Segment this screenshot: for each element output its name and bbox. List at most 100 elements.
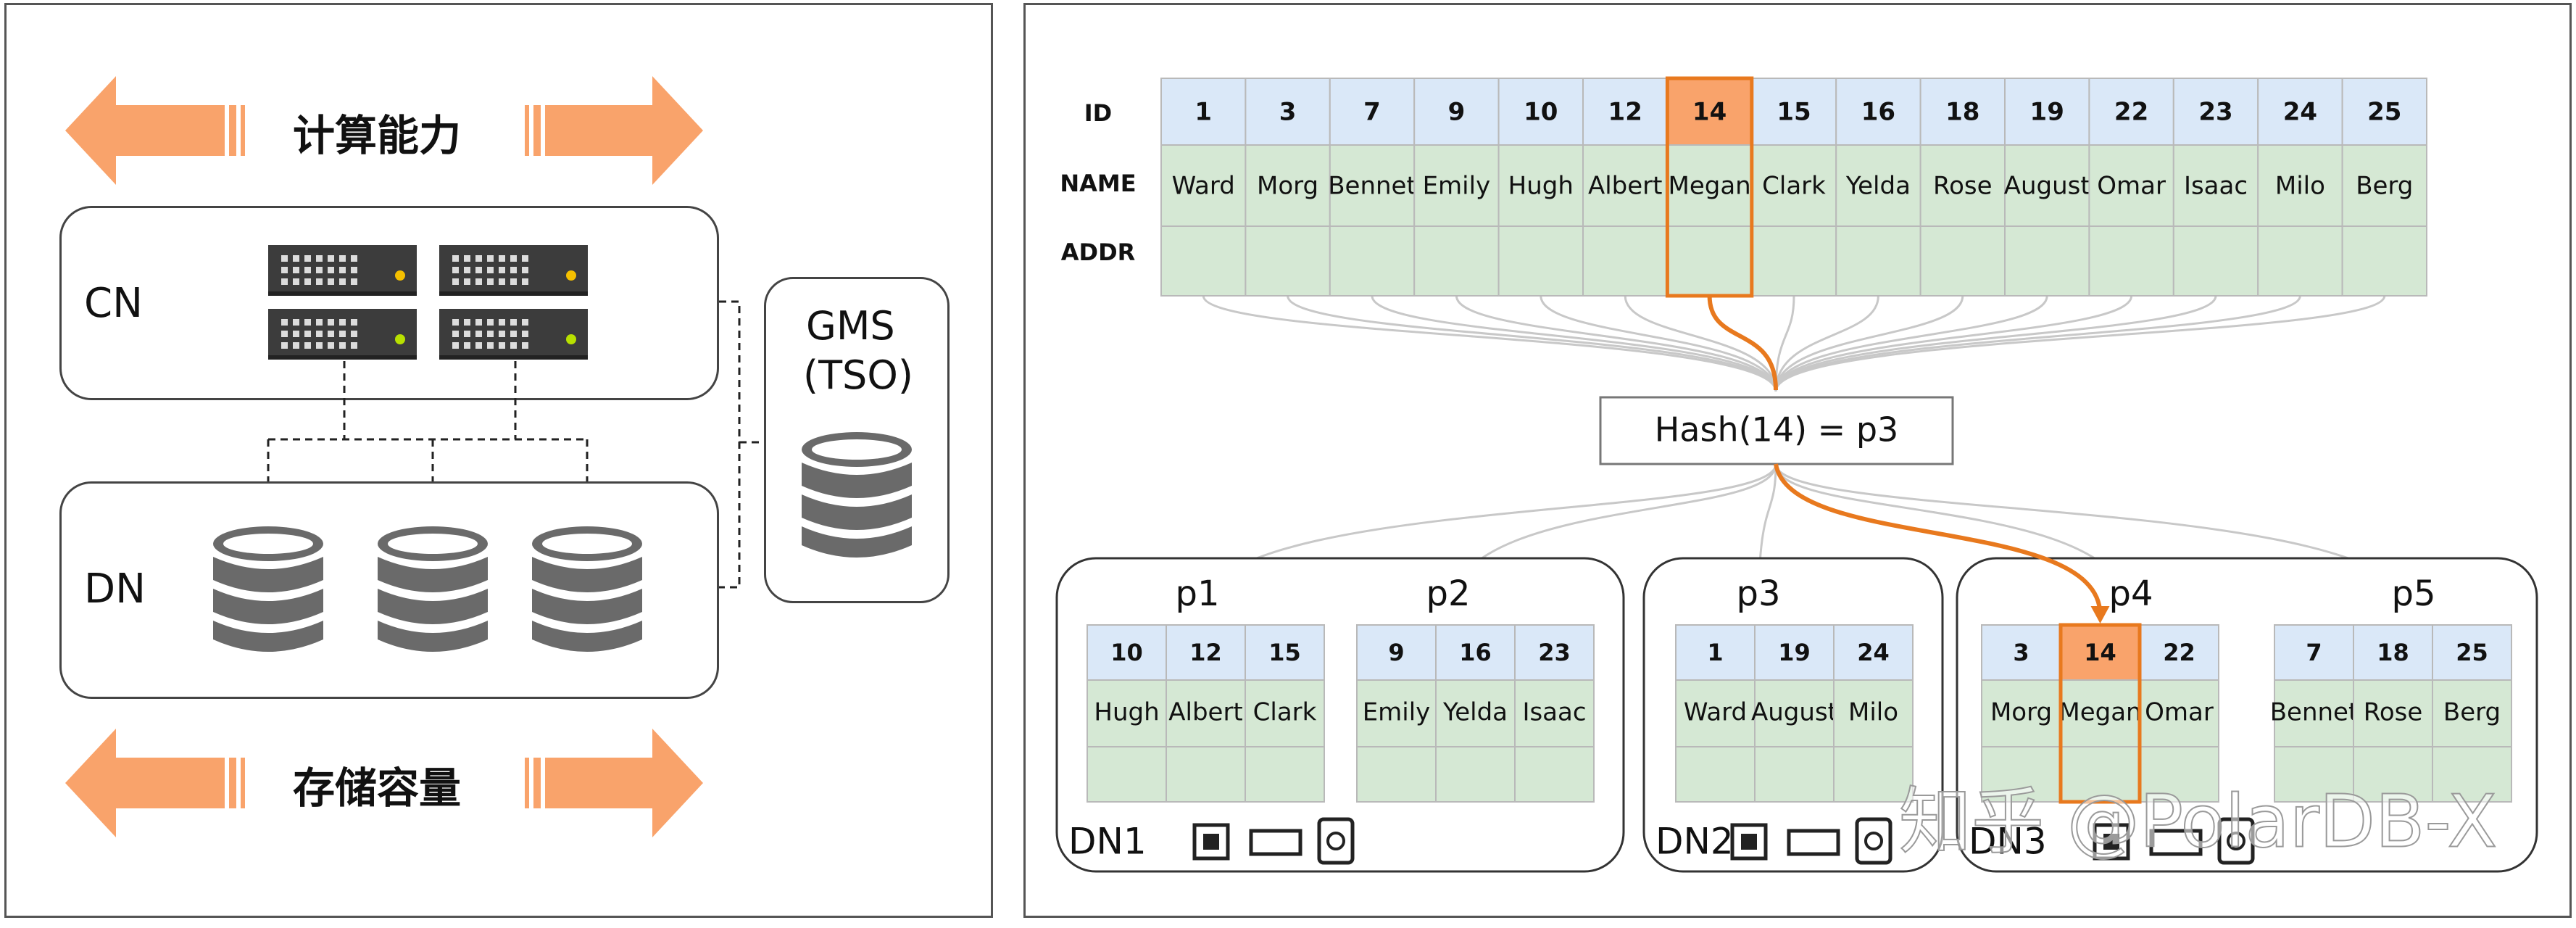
partition-id-cell bbox=[1245, 624, 1325, 681]
disk-platter-icon bbox=[1864, 832, 1883, 850]
cpu-core-icon bbox=[1741, 834, 1757, 850]
addr-cell bbox=[1329, 225, 1416, 297]
partition-link-highlight-arrow-icon bbox=[2090, 606, 2110, 624]
gms-database-icon bbox=[802, 432, 912, 558]
partition-id-cell bbox=[1981, 624, 2061, 681]
name-cell-text: Berg bbox=[2356, 172, 2413, 201]
partition-id-cell bbox=[1435, 624, 1516, 681]
partition-id-text: 19 bbox=[1778, 639, 1811, 666]
partition-id-text: 24 bbox=[1857, 639, 1890, 666]
id-cell-text: 12 bbox=[1608, 98, 1642, 127]
name-cell-text: Yelda bbox=[1845, 172, 1911, 201]
partition-name-text: Ward bbox=[1684, 698, 1747, 727]
partition-id-text: 25 bbox=[2456, 639, 2488, 666]
name-cell bbox=[1666, 144, 1753, 227]
partition-addr-cell bbox=[2060, 746, 2140, 803]
disk-platter-icon bbox=[2227, 832, 2245, 850]
addr-cell bbox=[1835, 225, 1921, 297]
partition-name-text: Rose bbox=[2364, 698, 2423, 727]
partition-id-text: 14 bbox=[2084, 639, 2116, 666]
cpu-icon bbox=[2093, 823, 2130, 861]
gms-label: GMS bbox=[806, 303, 895, 349]
partition-name-cell bbox=[1675, 679, 1756, 747]
partition-id-text: 7 bbox=[2306, 639, 2322, 666]
cpu-core-icon bbox=[1203, 834, 1219, 850]
hash-link-line bbox=[1774, 295, 1964, 392]
name-cell-text: Ward bbox=[1172, 172, 1235, 201]
partition-name-text: Emily bbox=[1363, 698, 1431, 727]
addr-cell bbox=[2004, 225, 2090, 297]
addr-cell bbox=[1497, 225, 1584, 297]
id-cell-text: 10 bbox=[1524, 98, 1558, 127]
partition-id-cell bbox=[1514, 624, 1595, 681]
partition-name-text: Hugh bbox=[1094, 698, 1159, 727]
addr-cell bbox=[2257, 225, 2343, 297]
name-cell bbox=[1245, 144, 1331, 227]
partition-addr-cell bbox=[1435, 746, 1516, 803]
partition-label: p5 bbox=[2391, 573, 2435, 614]
partition-name-cell bbox=[2432, 679, 2512, 747]
data-node-label: DN2 bbox=[1655, 821, 1734, 863]
name-cell bbox=[1329, 144, 1416, 227]
id-cell-text: 14 bbox=[1692, 98, 1727, 127]
id-cell-text: 7 bbox=[1363, 98, 1381, 127]
partition-addr-cell bbox=[2274, 746, 2354, 803]
storage-arrow-icon bbox=[65, 729, 703, 837]
id-cell bbox=[2088, 78, 2174, 146]
hash-link-line bbox=[1624, 295, 1777, 392]
cn-label: CN bbox=[84, 280, 143, 327]
addr-cell bbox=[2172, 225, 2259, 297]
name-cell-text: Milo bbox=[2275, 172, 2325, 201]
partition-name-cell bbox=[2274, 679, 2354, 747]
name-cell-text: Clark bbox=[1762, 172, 1826, 201]
data-node-label: DN1 bbox=[1068, 821, 1147, 863]
partition-id-text: 12 bbox=[1189, 639, 1222, 666]
partition-link-highlight bbox=[1774, 463, 2103, 616]
memory-icon bbox=[2149, 829, 2203, 856]
row-label: ADDR bbox=[1061, 239, 1136, 266]
name-cell bbox=[1497, 144, 1584, 227]
addr-cell bbox=[1919, 225, 2006, 297]
partition-name-cell bbox=[1754, 679, 1835, 747]
name-cell-text: Rose bbox=[1933, 172, 1993, 201]
partition-id-cell bbox=[1833, 624, 1914, 681]
row-label: ID bbox=[1084, 99, 1112, 127]
partition-name-cell bbox=[2353, 679, 2433, 747]
name-cell-text: August bbox=[2004, 172, 2090, 201]
partition-id-text: 10 bbox=[1110, 639, 1143, 666]
id-cell bbox=[2172, 78, 2259, 146]
partition-label: p1 bbox=[1175, 573, 1219, 614]
partition-name-text: Berg bbox=[2443, 698, 2501, 727]
partition-addr-cell bbox=[1833, 746, 1914, 803]
memory-icon bbox=[1787, 829, 1840, 856]
server-icons bbox=[268, 245, 588, 360]
addr-cell bbox=[1582, 225, 1669, 297]
addr-cell bbox=[1750, 225, 1837, 297]
id-cell-text: 15 bbox=[1777, 98, 1811, 127]
partition-id-text: 1 bbox=[1707, 639, 1723, 666]
partition-name-text: Bennet bbox=[2270, 698, 2359, 727]
name-cell bbox=[2257, 144, 2343, 227]
disk-platter-icon bbox=[1326, 832, 1345, 850]
data-node-label: DN3 bbox=[1969, 821, 2047, 863]
partition-name-text: Milo bbox=[1848, 698, 1898, 727]
addr-cell bbox=[2341, 225, 2428, 297]
partition-name-text: August bbox=[1751, 698, 1837, 727]
partition-name-cell bbox=[1245, 679, 1325, 747]
name-cell bbox=[2172, 144, 2259, 227]
id-cell-text: 16 bbox=[1861, 98, 1895, 127]
partition-id-text: 18 bbox=[2377, 639, 2409, 666]
cpu-icon bbox=[1730, 823, 1768, 861]
partition-name-text: Yelda bbox=[1442, 698, 1508, 727]
id-cell-text: 19 bbox=[2030, 98, 2064, 127]
partition-id-text: 9 bbox=[1388, 639, 1404, 666]
partition-name-cell bbox=[1087, 679, 1167, 747]
partition-name-text: Morg bbox=[1990, 698, 2052, 727]
name-cell bbox=[2341, 144, 2428, 227]
id-cell-text: 3 bbox=[1279, 98, 1297, 127]
partition-label: p2 bbox=[1426, 573, 1470, 614]
partition-id-text: 22 bbox=[2163, 639, 2195, 666]
addr-cell bbox=[1413, 225, 1500, 297]
addr-cell bbox=[2088, 225, 2174, 297]
